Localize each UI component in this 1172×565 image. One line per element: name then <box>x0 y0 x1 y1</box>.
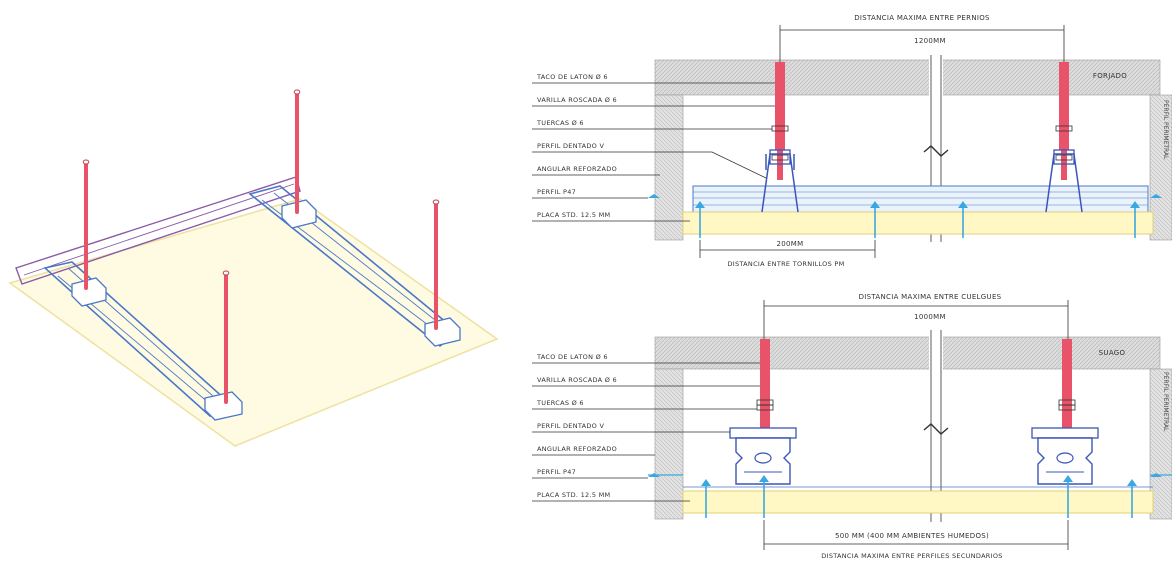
iso-primary-profile <box>15 176 301 285</box>
bottom-dim-title: DISTANCIA MAXIMA ENTRE CUELGUES <box>859 293 1002 301</box>
isometric-view <box>8 89 499 447</box>
top-slab <box>654 59 1161 96</box>
top-dim-value: 1200MM <box>914 37 946 45</box>
bottom-ceiling-plate <box>682 490 1154 514</box>
top-left-wall <box>654 94 684 241</box>
label-brass-anchor: TACO DE LATON Ø 6 <box>536 73 608 81</box>
threaded-rod <box>1059 62 1069 150</box>
label-reinforced-angle: ANGULAR REFORZADO <box>537 165 617 173</box>
bottom-slab <box>654 336 1161 370</box>
bottom-left-wall <box>654 368 684 520</box>
top-section: DISTANCIA MAXIMA ENTRE PERNIOS 1200MM FO… <box>532 14 1172 268</box>
iso-clip <box>281 199 317 229</box>
bottom-dim-value: 1000MM <box>914 313 946 321</box>
top-dim-bottom-title: DISTANCIA ENTRE TORNILLOS PM <box>727 260 844 268</box>
label-nuts: TUERCAS Ø 6 <box>536 119 584 127</box>
bottom-hanger-left <box>729 339 797 485</box>
top-right-wall <box>1149 94 1172 241</box>
threaded-rod <box>1062 339 1072 429</box>
label-p47-profile: PERFIL P47 <box>537 468 576 476</box>
label-p47-profile: PERFIL P47 <box>537 188 576 196</box>
iso-anchor-cap <box>293 89 301 95</box>
top-hanger-right <box>1045 62 1083 213</box>
bottom-labels: TACO DE LATON Ø 6 VARILLA ROSCADA Ø 6 TU… <box>532 353 760 502</box>
iso-anchor-cap <box>222 270 230 276</box>
label-plate: PLACA STD. 12.5 MM <box>537 491 610 499</box>
iso-ceiling-board <box>8 198 499 447</box>
nut <box>1055 154 1073 161</box>
threaded-rod <box>775 62 785 150</box>
label-threaded-rod: VARILLA ROSCADA Ø 6 <box>537 376 617 384</box>
bottom-dim-bottom-title: DISTANCIA MAXIMA ENTRE PERFILES SECUNDAR… <box>821 552 1002 560</box>
iso-anchor-cap <box>82 159 90 165</box>
top-hanger-left <box>761 62 799 213</box>
bottom-wall-tag: PERFIL PERIMETRAL <box>1162 372 1169 432</box>
label-nuts: TUERCAS Ø 6 <box>536 399 584 407</box>
bottom-dim-bottom-value: 500 MM (400 MM AMBIENTES HUMEDOS) <box>835 532 989 540</box>
bottom-section: DISTANCIA MAXIMA ENTRE CUELGUES 1000MM S… <box>532 293 1172 560</box>
top-profile-band <box>692 185 1149 213</box>
top-wall-tag: PERFIL PERIMETRAL <box>1162 100 1169 160</box>
top-labels: TACO DE LATON Ø 6 VARILLA ROSCADA Ø 6 TU… <box>532 73 775 222</box>
threaded-rod <box>760 339 770 429</box>
top-ceiling-plate <box>682 211 1154 235</box>
label-toothed-profile: PERFIL DENTADO V <box>537 422 604 430</box>
nut <box>756 404 774 411</box>
top-dim-title: DISTANCIA MAXIMA ENTRE PERNIOS <box>854 14 990 22</box>
label-plate: PLACA STD. 12.5 MM <box>537 211 610 219</box>
top-dim-bottom-value: 200MM <box>777 240 804 248</box>
bottom-right-wall <box>1149 368 1172 520</box>
bottom-slab-tag: SUAGO <box>1099 349 1126 357</box>
label-toothed-profile: PERFIL DENTADO V <box>537 142 604 150</box>
label-brass-anchor: TACO DE LATON Ø 6 <box>536 353 608 361</box>
nut <box>1055 125 1073 132</box>
iso-clip <box>71 277 107 307</box>
label-threaded-rod: VARILLA ROSCADA Ø 6 <box>537 96 617 104</box>
iso-clip <box>424 317 461 347</box>
label-reinforced-angle: ANGULAR REFORZADO <box>537 445 617 453</box>
nut <box>1058 404 1076 411</box>
nut <box>771 154 789 161</box>
top-slab-tag: FORJADO <box>1093 72 1127 80</box>
carrier-profile <box>1037 437 1093 485</box>
bottom-hanger-right <box>1031 339 1099 485</box>
iso-anchor-cap <box>432 199 440 205</box>
iso-clip <box>204 391 243 421</box>
nut <box>771 125 789 132</box>
